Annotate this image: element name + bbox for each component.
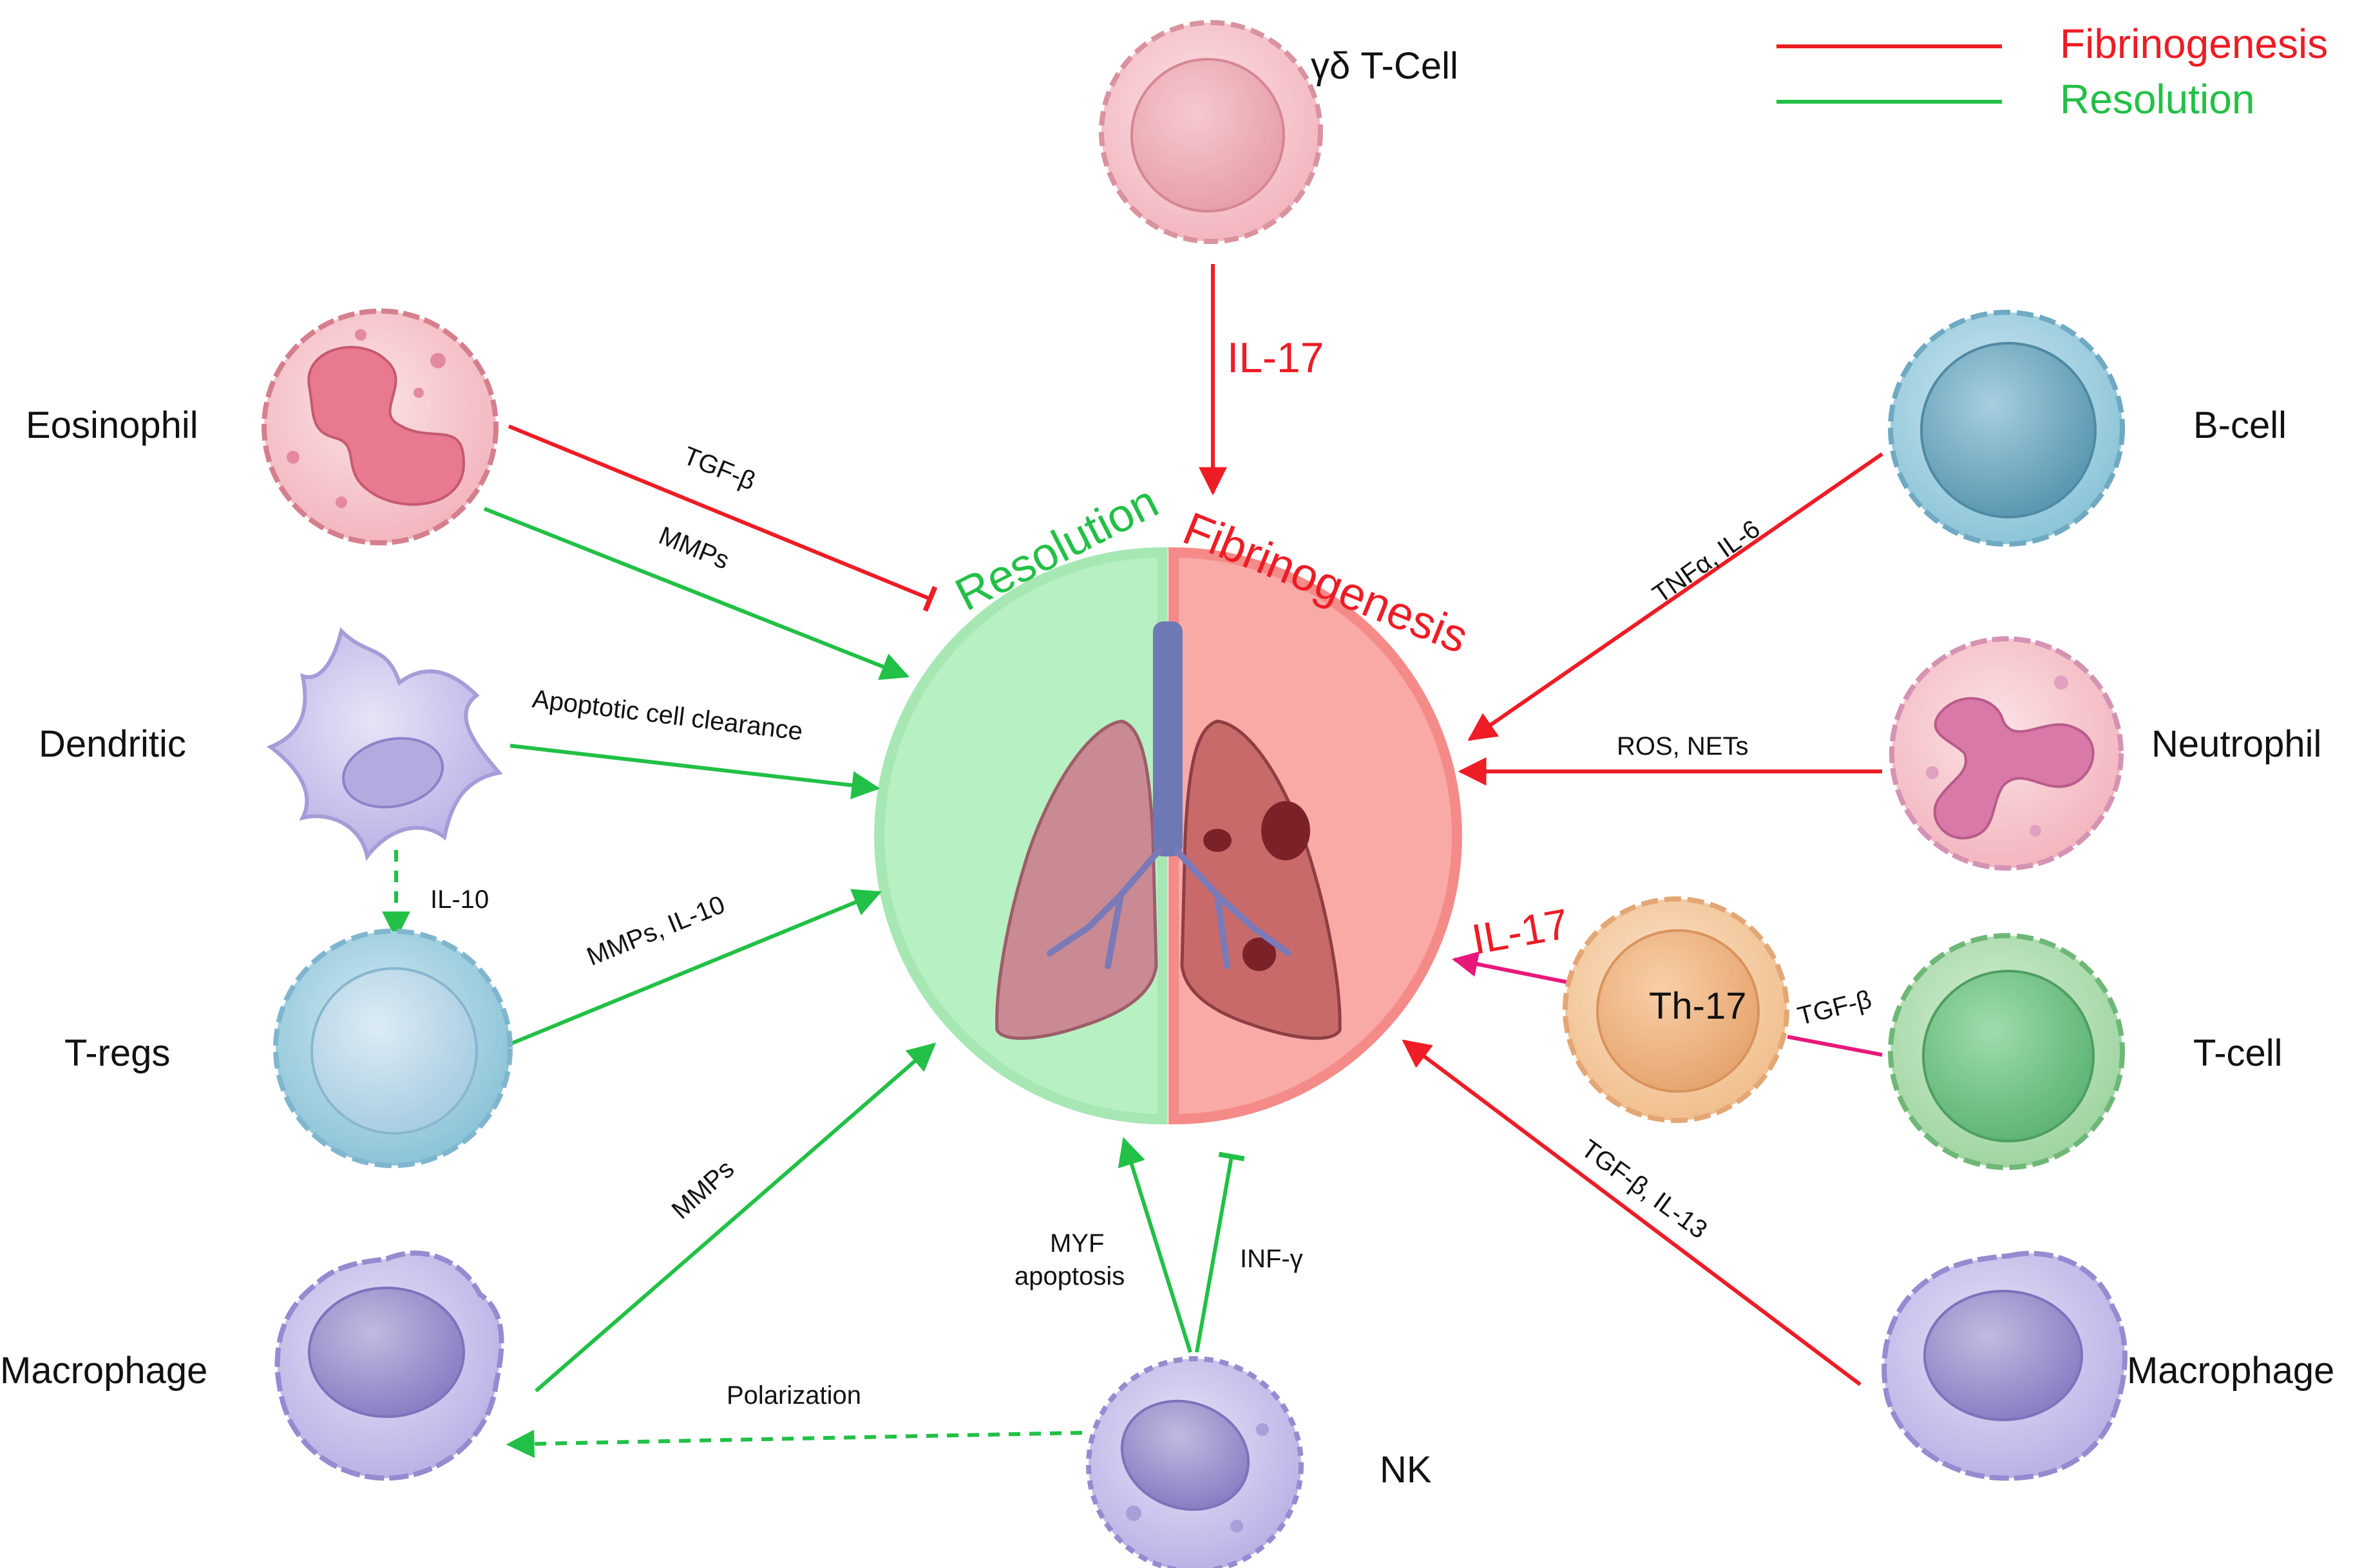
lungs-illustration (995, 621, 1342, 1040)
label-dendritic: Dendritic (39, 723, 186, 765)
label-gd-tcell: γδ T-Cell (1311, 45, 1458, 87)
trachea (1153, 621, 1183, 856)
granule (1126, 1506, 1141, 1521)
dendritic-nucleus (341, 737, 444, 809)
label-gd-il17: IL-17 (1227, 334, 1324, 381)
lesion-spot (1203, 829, 1232, 852)
granule (1256, 1423, 1269, 1436)
label-neutrophil: Neutrophil (2151, 723, 2321, 765)
label-neutro-ros: ROS, NETs (1617, 732, 1748, 760)
neutrophil-cell (1889, 636, 2124, 871)
gd-tcell (1099, 20, 1323, 244)
edge-eos-mmps (483, 507, 910, 680)
label-tcell: T-cell (2193, 1032, 2283, 1074)
label-macro-right-tgfb: TGF-β, IL-13 (1576, 1135, 1713, 1245)
label-eos-mmps: MMPs (655, 522, 734, 575)
dendritic-cell (266, 627, 503, 862)
label-bcell-tnfa: TNFα, IL-6 (1648, 515, 1766, 609)
granule (2030, 825, 2041, 836)
tregs-cell (273, 929, 513, 1168)
eosinophil-cell (262, 308, 499, 545)
edges (382, 264, 1883, 1459)
label-macrophage-left: Macrophage (0, 1350, 207, 1392)
edge-tcell-th17 (1787, 1035, 1883, 1057)
central-circle: Resolution Fibrinogenesis (874, 476, 1475, 1125)
bronchial-tree (1047, 847, 1291, 969)
edge-th17-il17 (1452, 951, 1567, 984)
label-tcell-tgfb: TGF-β (1795, 985, 1875, 1031)
legend: Fibrinogenesis Resolution (1776, 21, 2328, 122)
bcell-cell (1888, 310, 2125, 547)
macrophage-right-nucleus (1923, 1290, 2083, 1421)
label-dendritic-clearance: Apoptotic cell clearance (531, 685, 805, 746)
eosinophil-nucleus (307, 346, 466, 506)
label-nk: NK (1380, 1449, 1432, 1491)
granule (1926, 766, 1939, 779)
tcell-cell (1888, 933, 2125, 1170)
granule (1230, 1520, 1243, 1533)
tcell-nucleus (1922, 970, 2095, 1142)
edge-nk-infg (1195, 1151, 1245, 1353)
granule (414, 388, 424, 398)
th17-nucleus (1596, 929, 1760, 1093)
bcell-nucleus (1920, 342, 2097, 518)
label-nk-polarization: Polarization (727, 1381, 861, 1410)
label-nk-infg: INF-γ (1240, 1245, 1303, 1273)
label-tregs-mmps-il10: MMPs, IL-10 (583, 891, 729, 972)
label-bcell: B-cell (2193, 404, 2287, 446)
lesion-spot (1243, 938, 1276, 971)
label-macrophage-right: Macrophage (2127, 1350, 2334, 1392)
macrophage-left-nucleus (308, 1287, 465, 1418)
granule (2054, 675, 2068, 690)
left-lung (995, 719, 1158, 1040)
nk-cell (1086, 1356, 1304, 1568)
label-eos-tgfb: TGF-β (680, 442, 759, 496)
granule (430, 353, 446, 368)
tregs-nucleus (310, 967, 478, 1135)
label-th17: Th-17 (1649, 985, 1747, 1027)
lesion-spot (1261, 801, 1310, 860)
edge-eos-tgfb (508, 424, 938, 612)
edge-tregs-mmps-il10 (511, 889, 882, 1045)
label-nk-myf-line1: MYF (1050, 1229, 1104, 1258)
neutrophil-nucleus (1933, 697, 2095, 840)
edge-nk-polarization (506, 1430, 1083, 1459)
label-eosinophil: Eosinophil (26, 404, 198, 446)
edge-macro-right-tgfb (1402, 1039, 1862, 1386)
edge-nk-myf (1118, 1137, 1192, 1353)
edge-dendritic-clearance (509, 744, 881, 800)
granule (355, 329, 367, 341)
gd-tcell-nucleus (1130, 58, 1285, 213)
legend-fibrinogenesis-label: Fibrinogenesis (2060, 21, 2328, 67)
granule (287, 451, 300, 464)
granule (336, 496, 347, 508)
label-nk-myf-line2: apoptosis (1014, 1262, 1125, 1290)
legend-resolution-label: Resolution (2060, 76, 2254, 122)
edge-macro-mmps (535, 1043, 937, 1393)
th17-cell (1563, 896, 1789, 1123)
nk-nucleus (1120, 1399, 1250, 1511)
macrophage-right-cell (1881, 1251, 2128, 1481)
edge-bcell-tnfa (1467, 452, 1883, 741)
label-tregs: T-regs (64, 1032, 170, 1074)
label-macro-mmps: MMPs (667, 1155, 740, 1225)
label-th17-il17: IL-17 (1469, 900, 1572, 963)
macrophage-left-cell (274, 1251, 504, 1481)
label-dendritic-il10: IL-10 (430, 885, 489, 914)
